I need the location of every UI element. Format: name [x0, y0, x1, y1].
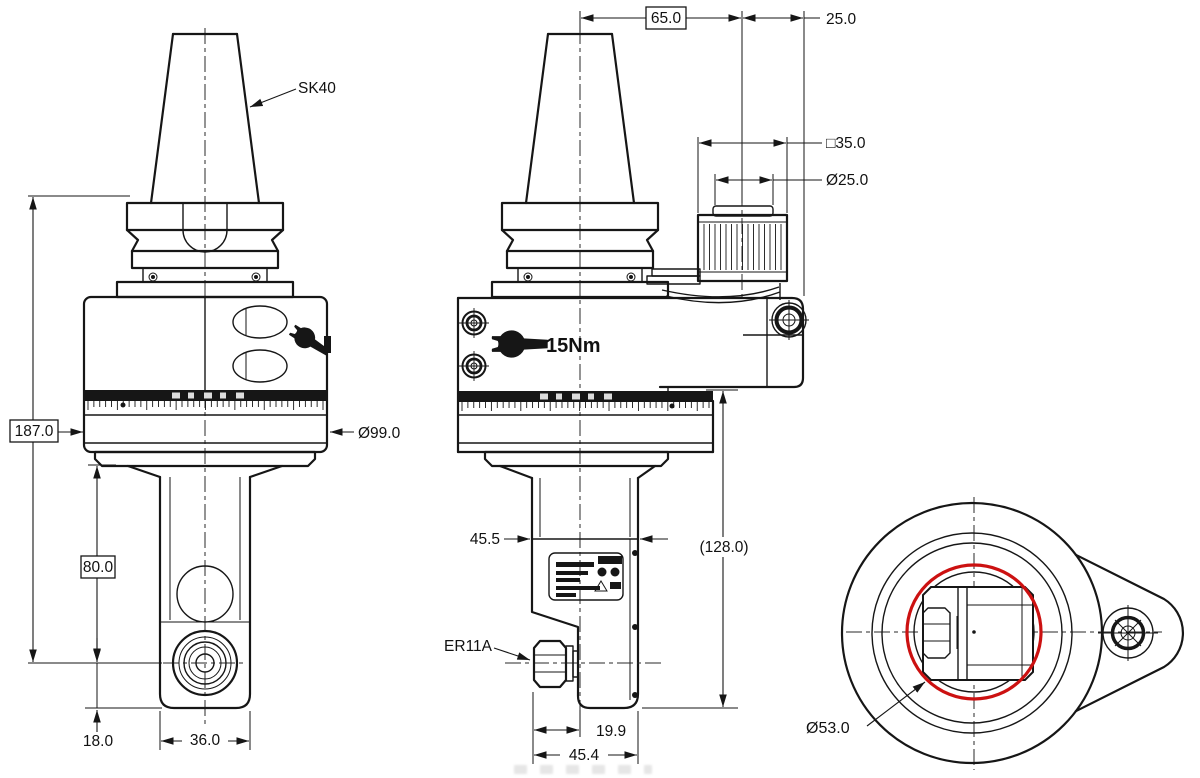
front-taper [149, 32, 261, 205]
side-body: 15Nm [456, 296, 809, 454]
taper-label: SK40 [298, 80, 336, 97]
index-dot [669, 403, 675, 409]
screw-icon [457, 306, 491, 340]
zero-index-dot [120, 402, 126, 408]
dim-label-19-9: 19.9 [596, 723, 626, 740]
output-spindle [163, 629, 247, 697]
torque-wrench-icon [491, 330, 548, 358]
collet-callout: ER11A [444, 638, 531, 661]
dim-nose-offset: 18.0 [78, 638, 162, 750]
dim-label-sq35: □35.0 [826, 135, 866, 152]
dim-label-25: 25.0 [826, 11, 857, 28]
dim-label-99: Ø99.0 [358, 425, 401, 442]
graduation-ticks [87, 401, 324, 410]
watermark-remnant [514, 765, 652, 774]
dim-axis-offset: 19.9 [532, 692, 626, 764]
dim-label-36: 36.0 [190, 732, 221, 749]
dim-coupling-square: □35.0 [697, 135, 866, 213]
dim-coupling-diameter: Ø25.0 [714, 172, 869, 205]
side-taper [524, 32, 636, 205]
highlight-circle [905, 563, 1043, 701]
dim-overall-height: 187.0 [9, 195, 162, 664]
housing-lug [1074, 553, 1185, 713]
side-view: 15Nm [444, 6, 869, 764]
dim-head-offset: 65.0 [579, 6, 805, 296]
dim-label-187: 187.0 [15, 423, 54, 440]
dim-label-53: Ø53.0 [806, 720, 850, 737]
hex-nut-bottom [922, 607, 951, 659]
graduation-ticks [461, 402, 710, 411]
front-body [82, 295, 334, 454]
dim-label-80: 80.0 [83, 559, 114, 576]
bottom-view: Ø53.0 [806, 497, 1185, 770]
torque-label: 15Nm [546, 335, 600, 357]
lock-slot-icon [232, 305, 288, 339]
dim-body-diameter: Ø99.0 [330, 425, 401, 442]
dim-label-d25: Ø25.0 [826, 172, 869, 189]
nameplate-dot [597, 567, 607, 577]
graduation-ring [458, 391, 713, 402]
taper-callout: SK40 [249, 80, 336, 108]
front-spindle-arm [93, 450, 317, 710]
screw-icon [457, 349, 491, 383]
collet-nut [505, 639, 662, 689]
knurl-lines [703, 224, 782, 270]
dim-label-45-5: 45.5 [470, 531, 500, 548]
dim-arm-length: 80.0 [80, 464, 116, 662]
lock-slot-icon [232, 349, 288, 383]
coupling-knurl [696, 213, 789, 283]
warning-triangle-icon [594, 580, 608, 592]
nameplate [548, 552, 624, 601]
side-spindle-arm [483, 450, 670, 710]
dim-head-height-ref: (128.0) [642, 389, 752, 709]
dim-label-18: 18.0 [83, 733, 114, 750]
dim-label-45-4: 45.4 [569, 747, 600, 764]
nameplate-dot [610, 567, 620, 577]
drive-coupling [646, 190, 789, 304]
arm-through-hole [176, 565, 234, 623]
screw-icon [1098, 605, 1158, 661]
dim-circle-diameter: Ø53.0 [806, 681, 926, 737]
dim-arm-width: 36.0 [159, 711, 251, 750]
side-flange [490, 201, 670, 299]
front-view: 187.0 80.0 18.0 36.0 Ø99. [9, 28, 401, 750]
dim-label-128: (128.0) [699, 539, 748, 556]
dim-overhang: 25.0 [743, 11, 857, 28]
dim-head-width: 45.4 [534, 711, 639, 764]
dim-label-65: 65.0 [651, 10, 682, 27]
pull-stud-slot [182, 203, 228, 253]
dim-body-width: 45.5 [470, 531, 668, 548]
screw-icon [769, 300, 809, 340]
collet-assembly-bottom [922, 586, 1034, 681]
collet-label: ER11A [444, 638, 493, 655]
